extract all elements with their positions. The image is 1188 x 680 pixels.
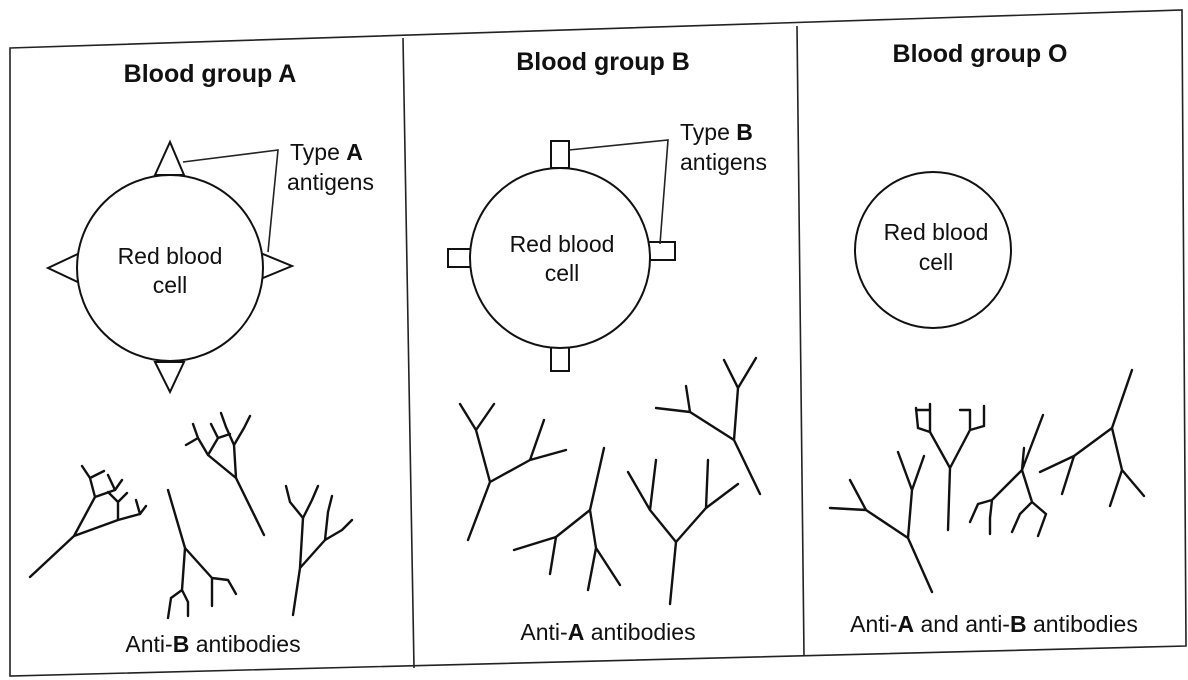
cell-label-line2: cell [919,249,954,275]
antigen-label-line1: Type B [680,119,753,145]
antigen-a-top [155,142,184,175]
antibody-label: Anti-A antibodies [520,619,695,645]
panel-title: Blood group B [516,48,690,76]
antigen-label-line2: antigens [287,169,374,195]
antibody-icon [514,448,620,590]
antibody-icon [186,413,264,535]
cell-label-line1: Red blood [884,219,989,245]
antibody-icon [168,490,236,618]
antigen-label-line1: Type A [290,139,363,165]
red-blood-cell-b: Red blood cell [448,141,675,371]
cell-label-line1: Red blood [510,231,615,257]
cell-circle [470,168,650,348]
panel-blood-group-o: Blood group O Red blood cell Anti- [830,40,1144,637]
antigen-b-top [551,141,569,168]
panel-blood-group-a: Blood group A Red blood cell Type A anti… [30,60,374,657]
antibody-icon [460,404,566,540]
red-blood-cell-o: Red blood cell [855,172,1011,328]
antibody-icon [286,486,352,615]
anti-a-and-anti-b-antibodies [830,370,1144,592]
antibody-icon [628,460,738,604]
panel-blood-group-b: Blood group B Red blood cell Type B anti… [448,48,767,645]
antibody-icon [970,415,1046,536]
antibody-icon [1040,370,1144,506]
antibody-icon [30,466,146,577]
panel-title: Blood group O [893,40,1068,68]
antigen-b-right [648,242,675,260]
anti-a-antibodies [460,358,760,604]
cell-label-line2: cell [545,260,580,286]
antibody-icon [830,452,932,592]
panel-title: Blood group A [124,60,297,88]
antigen-a-bottom [155,362,184,392]
divider-1 [403,38,414,668]
red-blood-cell-a: Red blood cell [48,142,292,392]
antibody-label: Anti-A and anti-B antibodies [850,611,1138,637]
antigen-label-line2: antigens [680,149,767,175]
anti-b-antibodies [30,413,352,618]
divider-2 [797,26,804,656]
cell-label-line1: Red blood [118,243,223,269]
antibody-label: Anti-B antibodies [125,631,300,657]
cell-label-line2: cell [153,272,188,298]
